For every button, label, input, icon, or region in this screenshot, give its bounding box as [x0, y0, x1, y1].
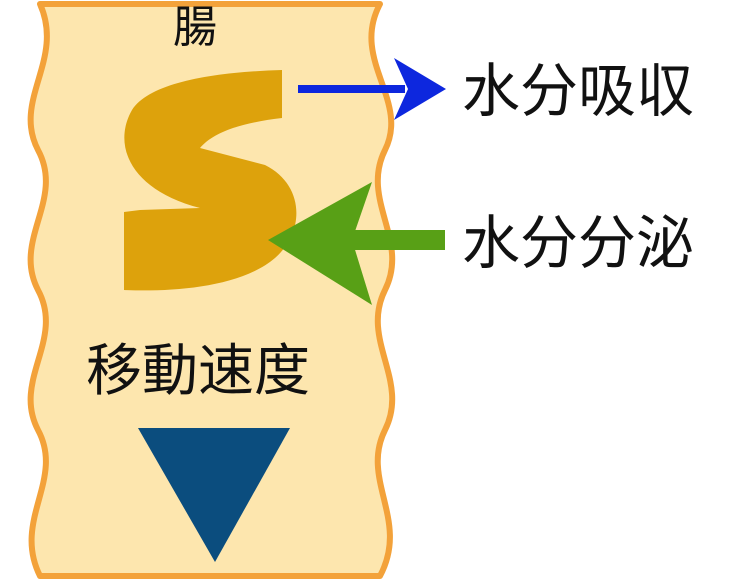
- secretion-arrow: [268, 182, 445, 305]
- absorption-arrow: [298, 58, 446, 120]
- diagram-title: 腸: [173, 2, 217, 53]
- transit-speed-label: 移動速度: [86, 339, 310, 404]
- absorption-label: 水分吸収: [462, 57, 695, 125]
- secretion-label: 水分分泌: [462, 209, 695, 277]
- intestine-tube: [27, 1, 396, 579]
- s-shape-icon: [124, 70, 297, 291]
- speed-arrow: [138, 428, 290, 562]
